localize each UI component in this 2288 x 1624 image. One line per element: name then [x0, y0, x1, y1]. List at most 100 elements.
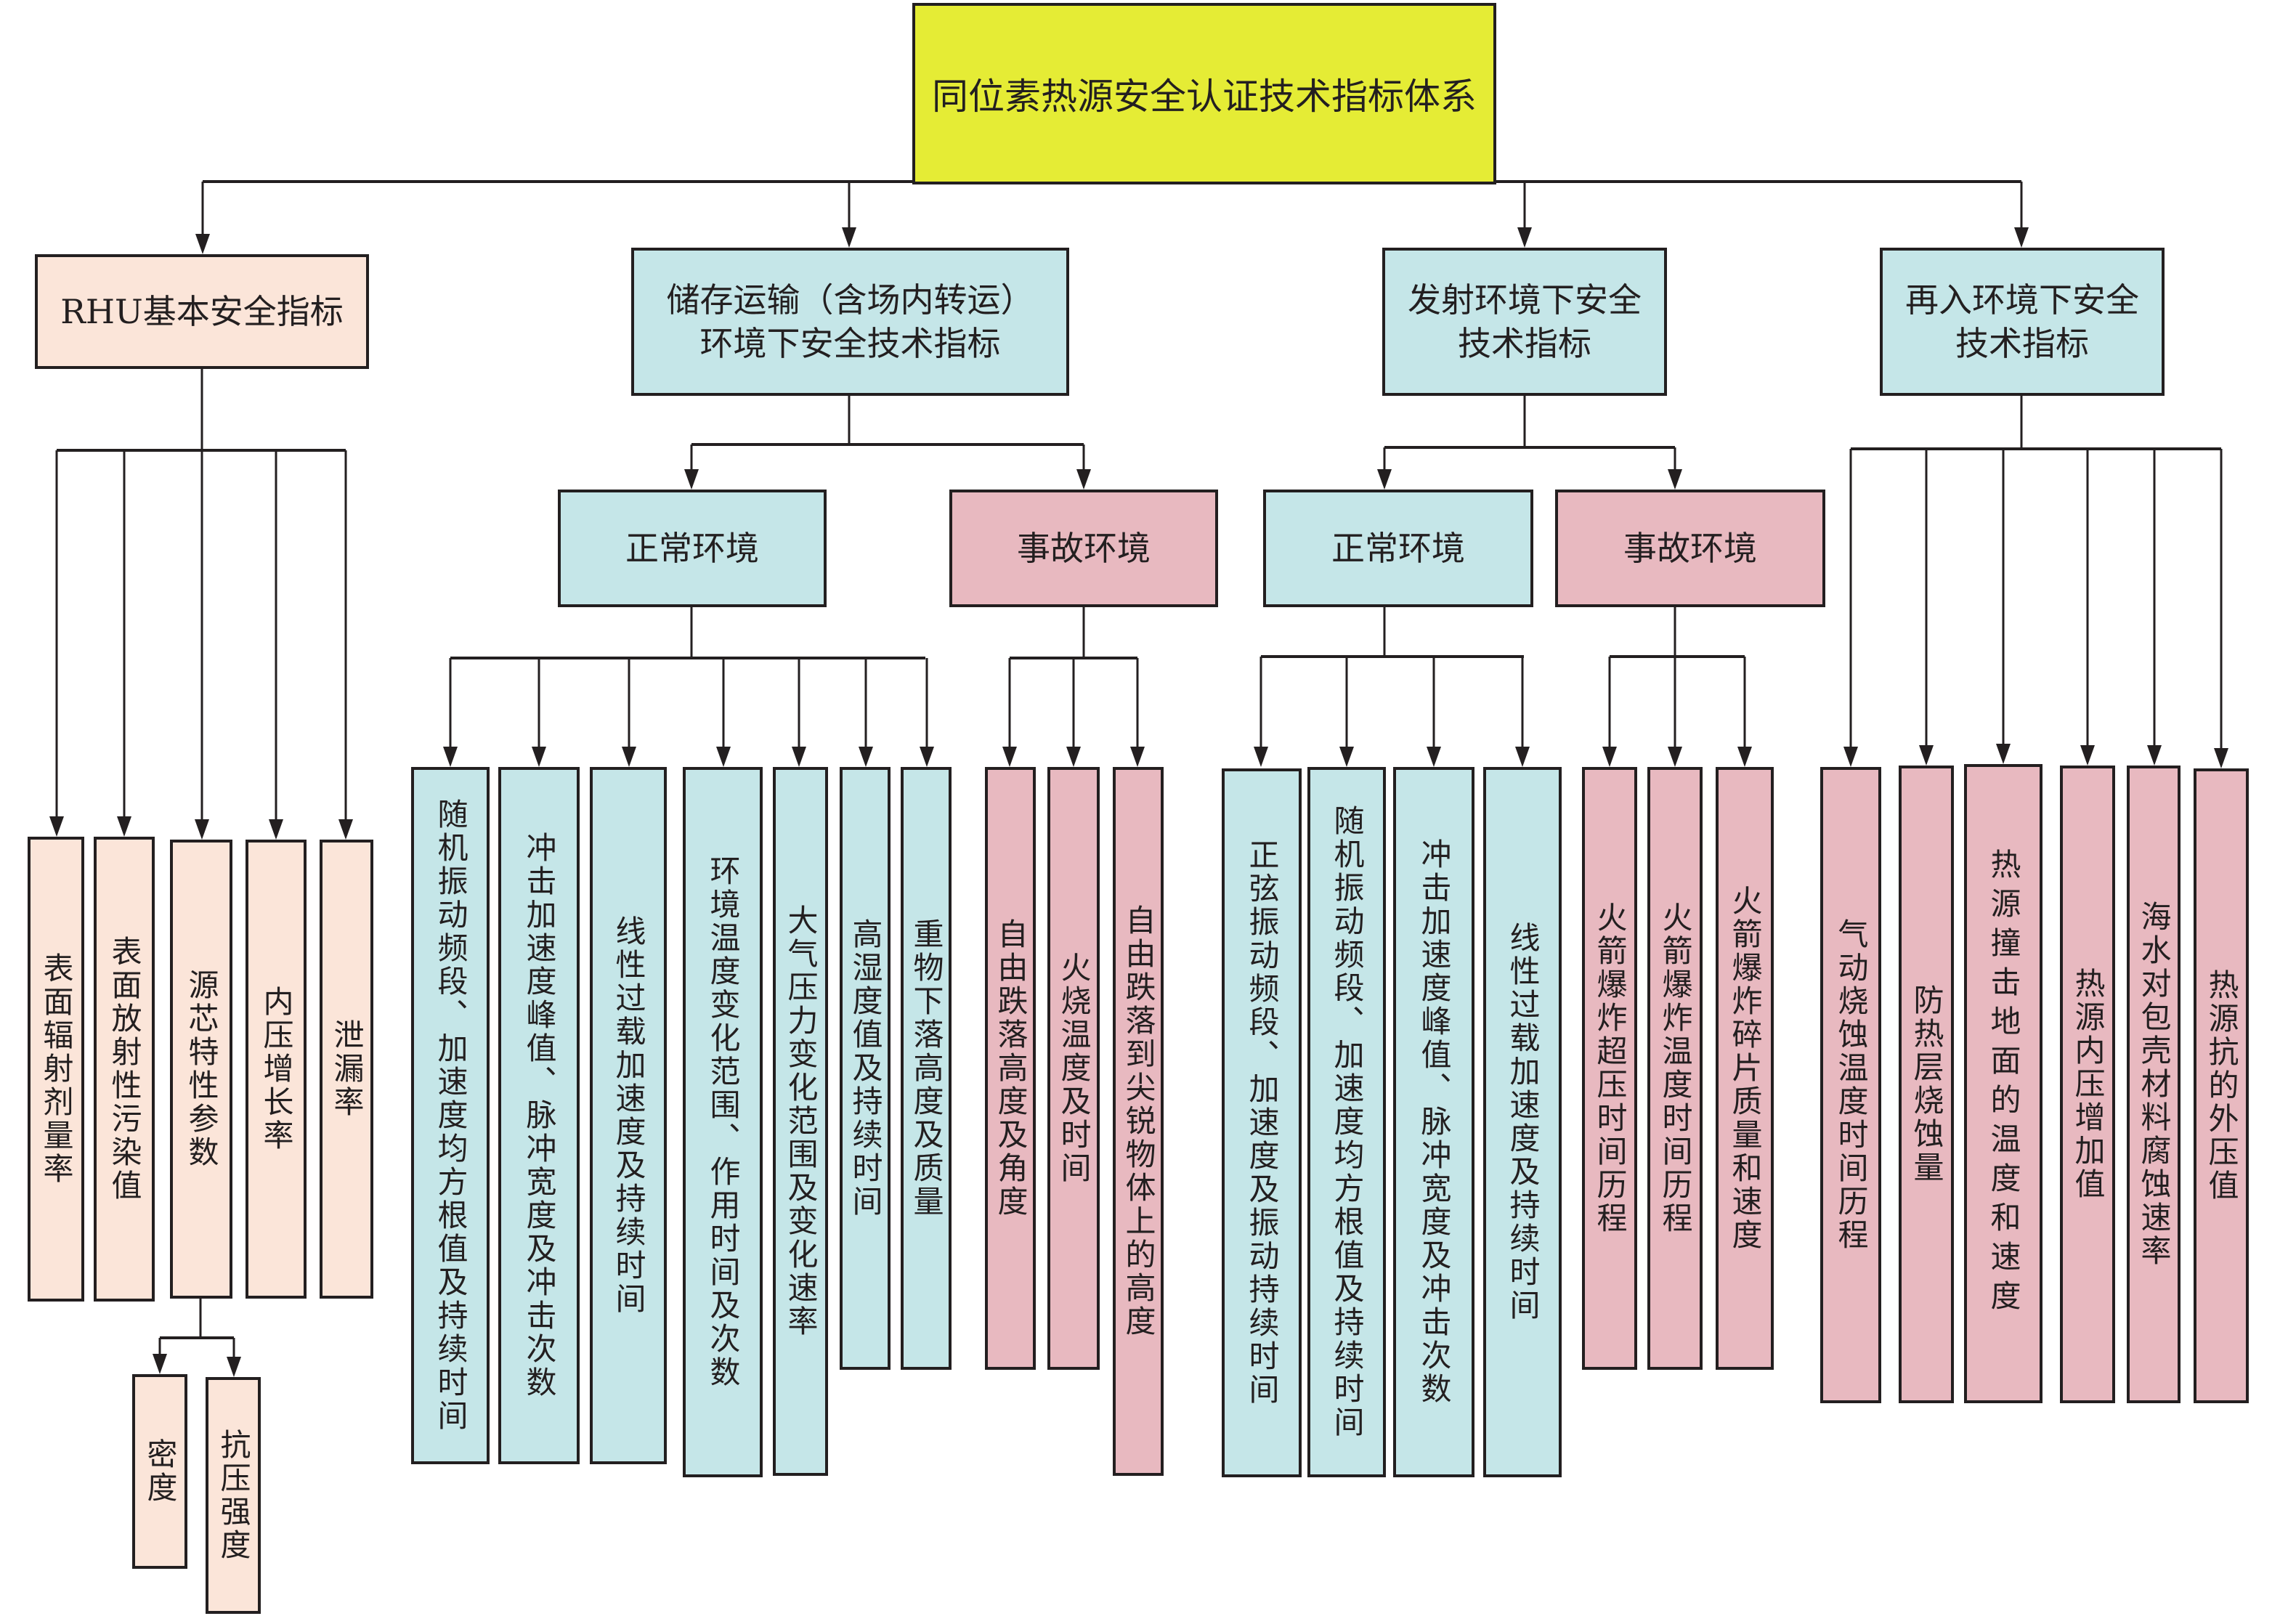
leaf-label: 海水对包壳材料腐蚀速率	[2136, 901, 2172, 1268]
arrowhead-icon	[1130, 747, 1145, 767]
storage-label-line1: 储存运输（含场内转运）	[666, 280, 1034, 320]
rhu-basic-label: RHU基本安全指标	[60, 292, 344, 331]
leaf-label: 重物下落高度及质量	[909, 918, 944, 1219]
rhu-leaf-label: 表面辐射剂量率	[38, 952, 74, 1186]
leaf-label: 热源撞击地面的温度和速度	[1986, 848, 2021, 1319]
arrowhead-icon	[684, 469, 699, 490]
leaf-label: 正弦振动频段、加速度及振动持续时间	[1244, 839, 1280, 1407]
rhu-leaf: 表面放射性污染值	[94, 837, 155, 1302]
leaf-label: 线性过载加速度及持续时间	[611, 915, 646, 1316]
leaf-label: 冲击加速度峰值、脉冲宽度及冲击次数	[1416, 838, 1452, 1406]
arrowhead-icon	[338, 819, 353, 840]
arrowhead-icon	[1066, 747, 1081, 767]
reentry-leaf: 防热层烧蚀量	[1899, 766, 1954, 1403]
leaf-label: 随机振动频段、加速度均方根值及持续时间	[1329, 805, 1365, 1440]
reentry-leaf: 热源内压增加值	[2060, 766, 2115, 1403]
leaf-label: 高湿度值及持续时间	[848, 918, 883, 1219]
storage-normal-leaf: 重物下落高度及质量	[901, 767, 952, 1370]
rhu-basic-node: RHU基本安全指标	[35, 254, 369, 369]
reentry-leaf: 气动烧蚀温度时间历程	[1820, 767, 1881, 1403]
arrowhead-icon	[227, 1357, 241, 1377]
arrowhead-icon	[1668, 469, 1682, 490]
leaf-label: 自由跌落高度及角度	[993, 918, 1029, 1219]
launch-label-line1: 发射环境下安全	[1408, 280, 1642, 320]
arrowhead-icon	[2214, 748, 2228, 768]
leaf-label: 火箭爆炸超压时间历程	[1592, 901, 1628, 1235]
storage-normal-leaf: 线性过载加速度及持续时间	[590, 767, 667, 1464]
storage-accident-node: 事故环境	[949, 490, 1218, 607]
storage-normal-leaf: 冲击加速度峰值、脉冲宽度及冲击次数	[498, 767, 580, 1464]
arrowhead-icon	[1737, 747, 1752, 767]
arrowhead-icon	[269, 819, 283, 840]
leaf-label: 火箭爆炸碎片质量和速度	[1727, 885, 1763, 1252]
reentry-leaf: 热源抗的外压值	[2194, 768, 2249, 1403]
arrowhead-icon	[153, 1354, 167, 1374]
arrowhead-icon	[117, 816, 131, 837]
launch-accident-label: 事故环境	[1623, 529, 1757, 568]
core-child-leaf: 密度	[132, 1374, 187, 1569]
reentry-leaf: 热源撞击地面的温度和速度	[1964, 764, 2042, 1403]
arrowhead-icon	[1254, 747, 1268, 767]
arrowhead-icon	[920, 747, 934, 767]
storage-normal-leaf: 高湿度值及持续时间	[840, 767, 891, 1370]
arrowhead-icon	[1515, 747, 1530, 767]
root-node: 同位素热源安全认证技术指标体系	[912, 3, 1496, 184]
rhu-leaf: 表面辐射剂量率	[28, 837, 84, 1302]
core-child-leaf: 抗压强度	[206, 1377, 261, 1614]
rhu-leaf-label: 源芯特性参数	[184, 969, 219, 1169]
launch-label-line2: 技术指标	[1458, 324, 1591, 363]
launch-accident-leaf: 火箭爆炸超压时间历程	[1582, 767, 1637, 1370]
rhu-leaf: 内压增长率	[246, 840, 307, 1299]
arrowhead-icon	[195, 234, 210, 254]
reentry-label-line2: 技术指标	[1955, 324, 2089, 363]
leaf-label: 环境温度变化范围、作用时间及次数	[705, 855, 741, 1389]
arrowhead-icon	[842, 227, 856, 248]
arrowhead-icon	[49, 816, 64, 837]
launch-normal-leaf: 冲击加速度峰值、脉冲宽度及冲击次数	[1393, 767, 1474, 1477]
arrowhead-icon	[532, 747, 546, 767]
leaf-label: 线性过载加速度及持续时间	[1505, 922, 1541, 1323]
arrowhead-icon	[792, 747, 806, 767]
rhu-leaf-label: 泄漏率	[329, 1019, 365, 1119]
arrowhead-icon	[1919, 745, 1934, 766]
arrowhead-icon	[1996, 744, 2011, 764]
arrowhead-icon	[2080, 745, 2095, 766]
storage-normal-leaf: 大气压力变化范围及变化速率	[773, 767, 828, 1476]
arrowhead-icon	[2147, 745, 2162, 766]
leaf-label: 热源抗的外压值	[2204, 969, 2239, 1203]
storage-normal-leaf: 环境温度变化范围、作用时间及次数	[683, 767, 763, 1477]
storage-label-line2: 环境下安全技术指标	[699, 324, 1001, 363]
rhu-leaf-core-params: 源芯特性参数	[170, 840, 232, 1299]
launch-normal-label: 正常环境	[1331, 529, 1465, 568]
leaf-label: 随机振动频段、加速度均方根值及持续时间	[433, 798, 468, 1433]
storage-accident-leaf: 火烧温度及时间	[1047, 767, 1100, 1370]
arrowhead-icon	[1377, 469, 1392, 490]
core-child-label: 密度	[142, 1438, 178, 1505]
arrowhead-icon	[859, 747, 873, 767]
reentry-label-line1: 再入环境下安全	[1905, 280, 2139, 320]
arrowhead-icon	[195, 819, 209, 840]
leaf-label: 冲击加速度峰值、脉冲宽度及冲击次数	[522, 832, 557, 1400]
leaf-label: 火烧温度及时间	[1056, 951, 1092, 1185]
storage-accident-leaf: 自由跌落高度及角度	[985, 767, 1036, 1370]
storage-normal-leaf: 随机振动频段、加速度均方根值及持续时间	[411, 767, 490, 1464]
leaf-label: 气动烧蚀温度时间历程	[1833, 918, 1869, 1252]
arrowhead-icon	[443, 747, 458, 767]
leaf-label: 自由跌落到尖锐物体上的高度	[1121, 904, 1156, 1339]
storage-normal-label: 正常环境	[625, 529, 759, 568]
arrowhead-icon	[1002, 747, 1017, 767]
launch-node: 发射环境下安全 技术指标	[1382, 248, 1667, 396]
arrowhead-icon	[2014, 227, 2029, 248]
root-label: 同位素热源安全认证技术指标体系	[932, 76, 1477, 118]
rhu-leaf: 泄漏率	[320, 840, 373, 1299]
launch-accident-node: 事故环境	[1555, 490, 1825, 607]
arrowhead-icon	[1076, 469, 1091, 490]
leaf-label: 热源内压增加值	[2070, 967, 2106, 1201]
rhu-leaf-label: 表面放射性污染值	[107, 935, 142, 1203]
core-child-label: 抗压强度	[216, 1429, 251, 1562]
reentry-leaf: 海水对包壳材料腐蚀速率	[2127, 766, 2181, 1403]
arrowhead-icon	[622, 747, 636, 767]
storage-accident-label: 事故环境	[1017, 529, 1151, 568]
launch-normal-leaf: 线性过载加速度及持续时间	[1483, 767, 1562, 1477]
